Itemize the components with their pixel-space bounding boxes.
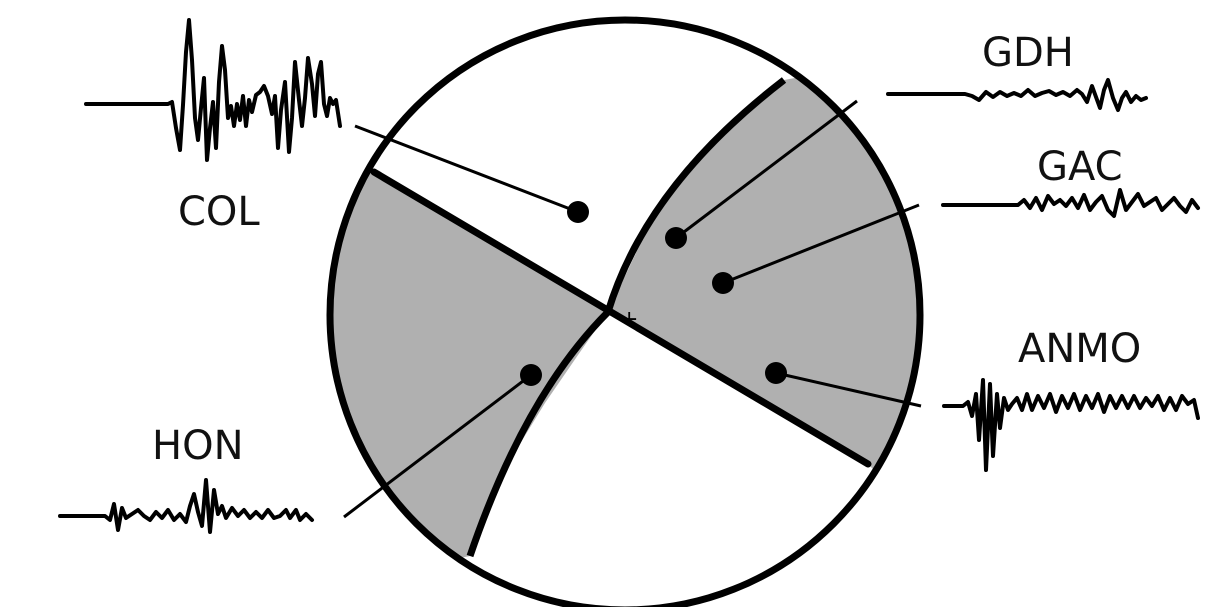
station-dot-anmo bbox=[765, 362, 787, 384]
station-label-hon: HON bbox=[152, 423, 243, 469]
station-dot-col bbox=[567, 201, 589, 223]
station-dot-hon bbox=[520, 364, 542, 386]
seismogram-gdh bbox=[888, 80, 1146, 110]
station-label-col: COL bbox=[178, 189, 260, 235]
seismogram-hon bbox=[60, 480, 312, 532]
seismogram-col bbox=[86, 20, 340, 160]
station-label-gdh: GDH bbox=[982, 30, 1074, 76]
station-dot-gdh bbox=[665, 227, 687, 249]
station-label-gac: GAC bbox=[1037, 144, 1123, 190]
station-dot-gac bbox=[712, 272, 734, 294]
beach-ball: + bbox=[250, 20, 1000, 607]
seismogram-anmo bbox=[944, 380, 1198, 470]
station-label-anmo: ANMO bbox=[1018, 326, 1141, 372]
center-mark: + bbox=[620, 307, 638, 332]
seismogram-gac bbox=[943, 190, 1198, 216]
